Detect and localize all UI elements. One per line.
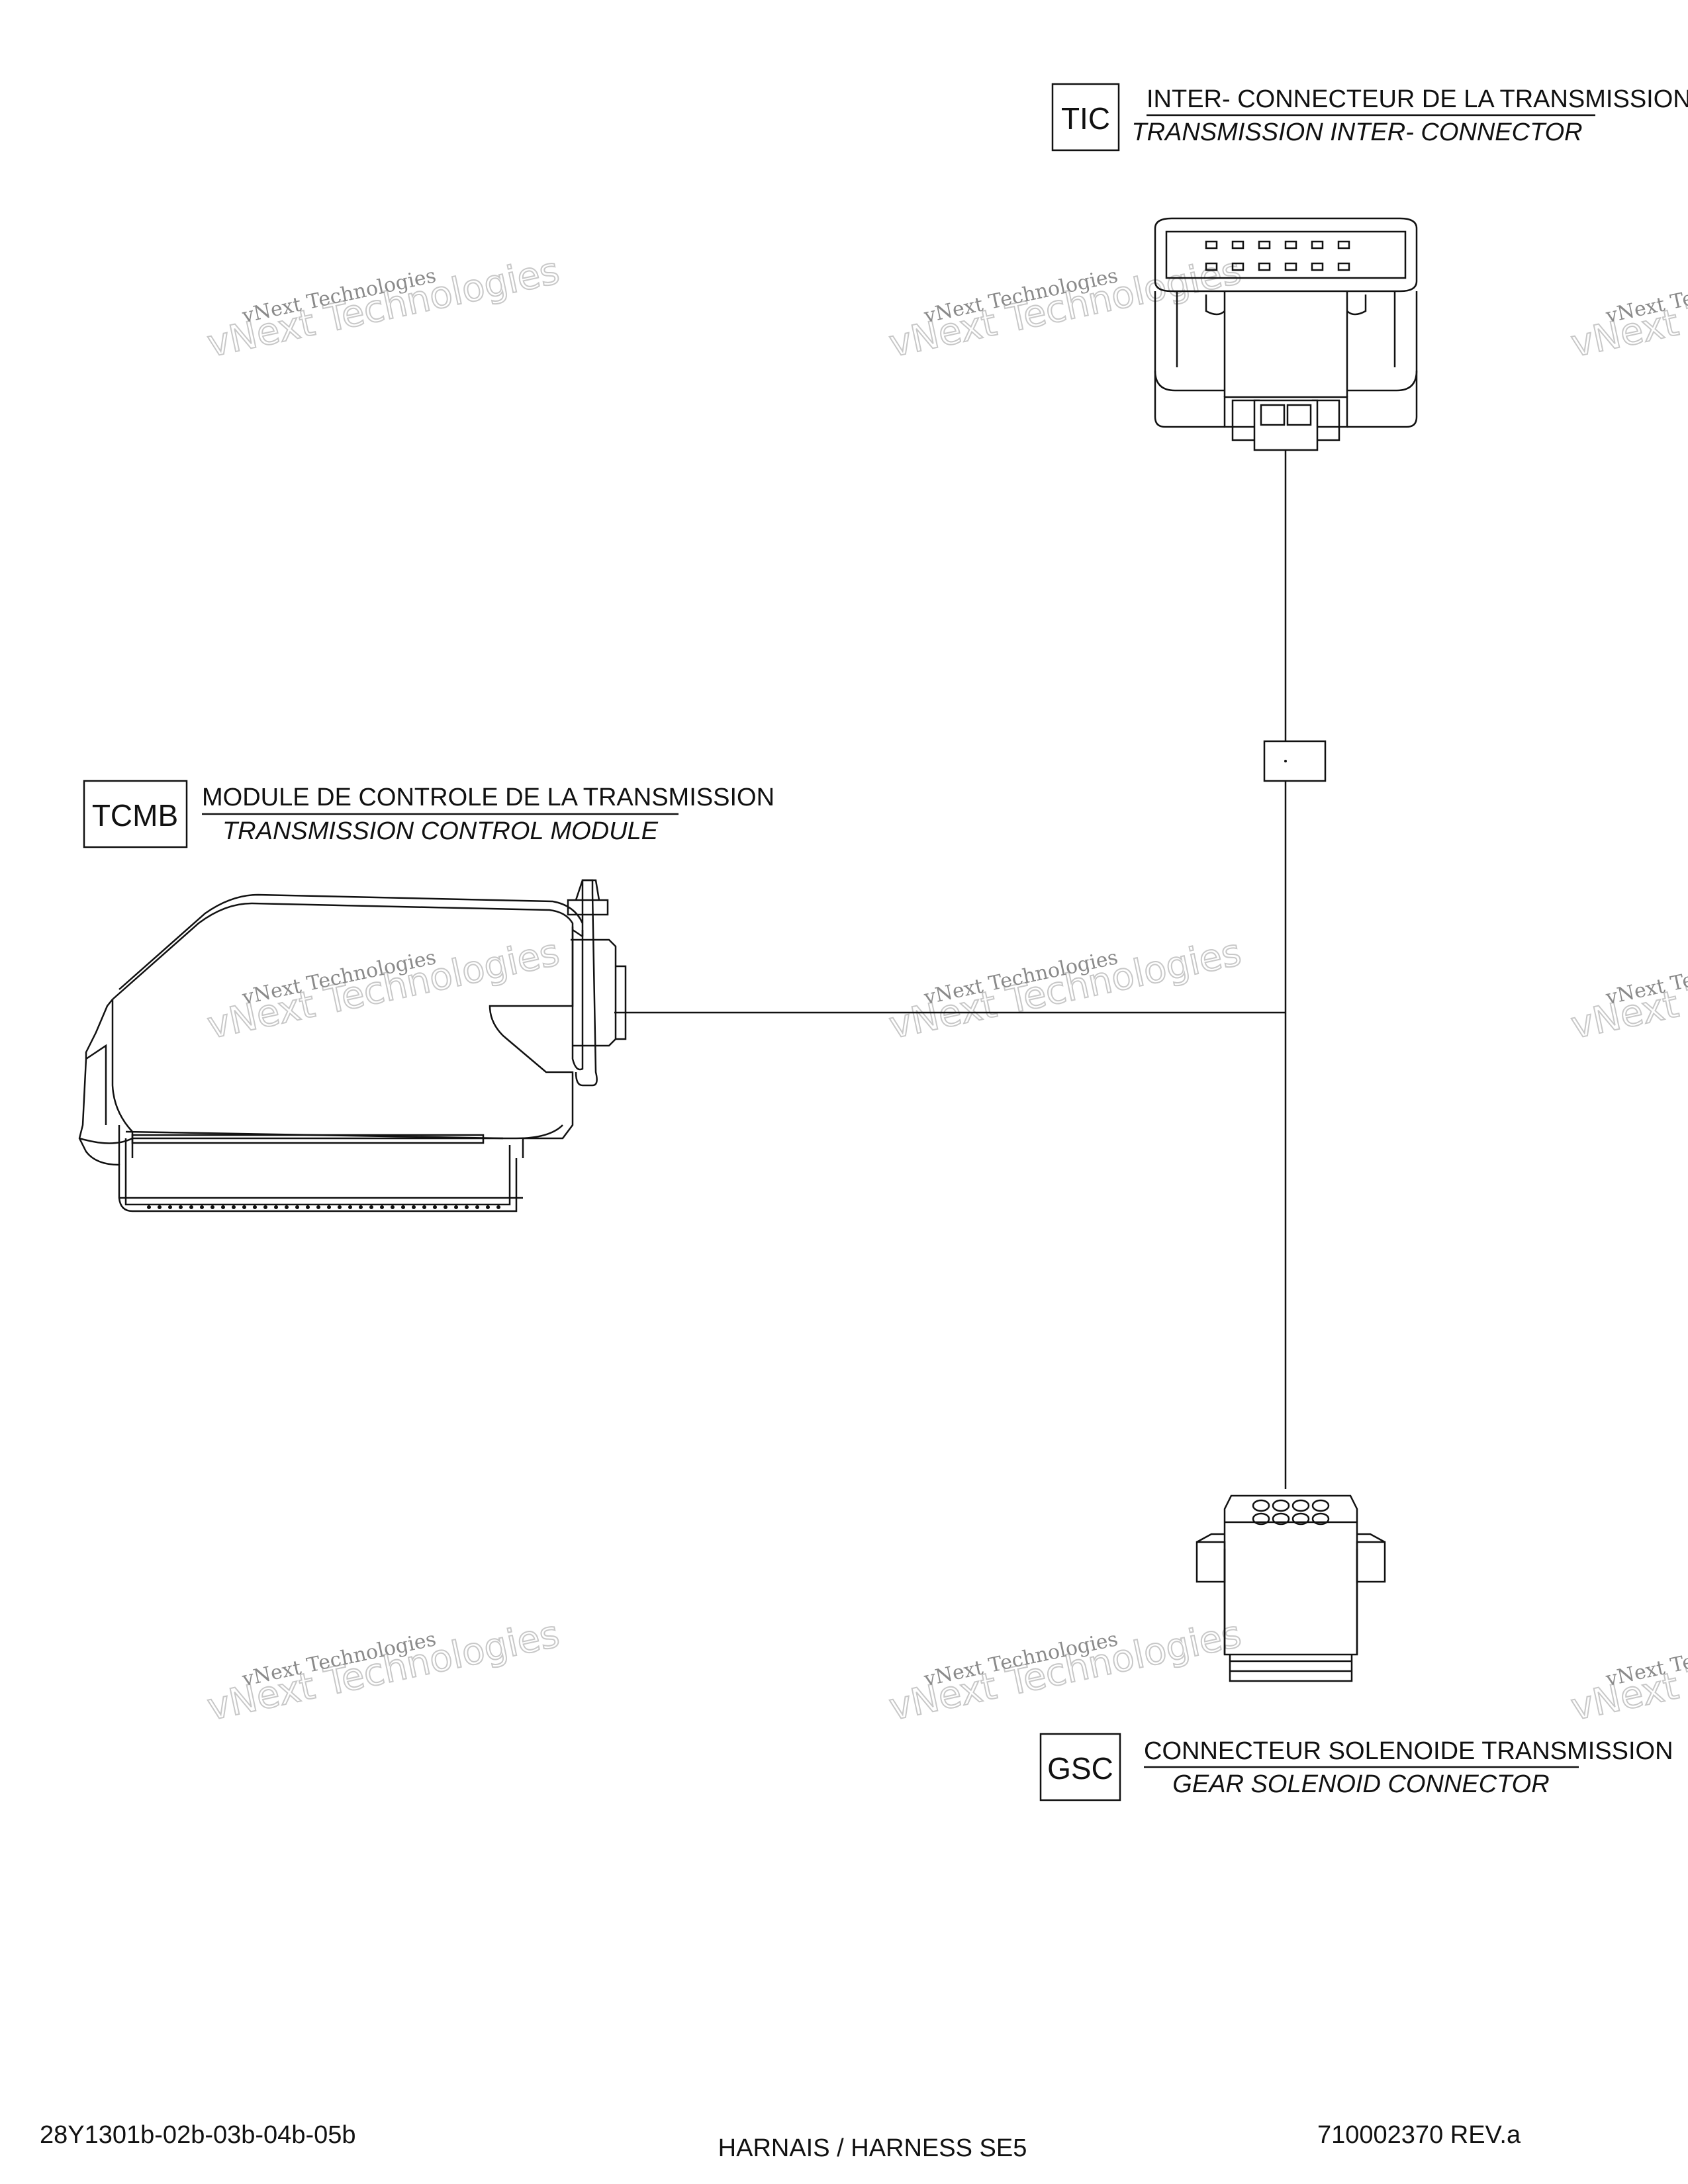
tcmb-callout: TCMB MODULE DE CONTROLE DE LA TRANSMISSI… — [83, 780, 774, 848]
tic-label-fr: INTER- CONNECTEUR DE LA TRANSMISSION — [1147, 85, 1688, 113]
tcmb-pin — [486, 1205, 490, 1209]
watermarks: vNext Technologies vNext Technologies vN… — [203, 249, 1688, 1730]
wires — [614, 450, 1327, 1489]
tcmb-pin — [369, 1205, 373, 1209]
tcmb-pin — [189, 1205, 193, 1209]
watermark: vNext Technologies vNext Technologies — [885, 249, 1246, 367]
wire-splice — [1263, 740, 1327, 782]
tcmb-pin — [433, 1205, 437, 1209]
tcmb-pin — [179, 1205, 183, 1209]
tcmb-pin — [232, 1205, 236, 1209]
tcmb-pin — [422, 1205, 426, 1209]
tcmb-label-fr: MODULE DE CONTROLE DE LA TRANSMISSION — [202, 784, 774, 811]
tic-callout: TIC INTER- CONNECTEUR DE LA TRANSMISSION… — [1051, 83, 1688, 152]
gsc-code-box — [1039, 1733, 1121, 1801]
footer-part-codes: 28Y1301b-02b-03b-04b-05b — [40, 2121, 356, 2149]
tcmb-code-box — [83, 780, 188, 848]
watermark: vNext Technologies vNext Technologies — [1567, 931, 1688, 1048]
watermark: vNext Technologies vNext Technologies — [1567, 249, 1688, 367]
tcmb-pin — [327, 1205, 331, 1209]
gsc-pins — [1252, 1499, 1330, 1525]
tcmb-label-en: TRANSMISSION CONTROL MODULE — [222, 817, 659, 845]
footer: 28Y1301b-02b-03b-04b-05b HARNAIS / HARNE… — [40, 2121, 1521, 2162]
tic-code: TIC — [1061, 101, 1110, 136]
tcmb-pin — [168, 1205, 172, 1209]
watermark: vNext Technologies vNext Technologies — [885, 1612, 1246, 1730]
splice-dot — [1284, 760, 1287, 762]
watermark: vNext Technologies vNext Technologies — [203, 931, 564, 1048]
tcmb-pin — [401, 1205, 405, 1209]
watermark: vNext Technologies vNext Technologies — [203, 1612, 564, 1730]
tcmb-pin — [242, 1205, 246, 1209]
tcmb-pin — [306, 1205, 310, 1209]
tcmb-pin-row — [147, 1205, 500, 1209]
tcmb-pin — [211, 1205, 214, 1209]
gsc-callout: GSC CONNECTEUR SOLENOIDE TRANSMISSION GE… — [1039, 1733, 1673, 1801]
tcmb-pin — [454, 1205, 458, 1209]
tcmb-pin — [412, 1205, 416, 1209]
tcmb-pin — [295, 1205, 299, 1209]
tcmb-pin — [158, 1205, 162, 1209]
tcmb-pin — [496, 1205, 500, 1209]
tcmb-pin — [221, 1205, 225, 1209]
tic-connector-drawing — [1154, 217, 1418, 451]
tcmb-pin — [359, 1205, 363, 1209]
watermark: vNext Technologies vNext Technologies — [1567, 1612, 1688, 1730]
watermark: vNext Technologies vNext Technologies — [885, 931, 1246, 1048]
gsc-label-fr: CONNECTEUR SOLENOIDE TRANSMISSION — [1144, 1737, 1673, 1765]
footer-doc-number: 710002370 REV.a — [1317, 2121, 1521, 2149]
tcmb-pin — [285, 1205, 289, 1209]
tic-code-box — [1051, 83, 1120, 152]
tcmb-pin — [475, 1205, 479, 1209]
tcmb-pin — [263, 1205, 267, 1209]
tcmb-pin — [147, 1205, 151, 1209]
tcmb-pin — [348, 1205, 352, 1209]
tcmb-pin — [338, 1205, 342, 1209]
tcmb-pin — [253, 1205, 257, 1209]
gsc-connector-drawing — [1196, 1494, 1386, 1682]
tcmb-connector-drawing — [78, 879, 627, 1212]
tcmb-pin — [274, 1205, 278, 1209]
tcmb-pin — [316, 1205, 320, 1209]
watermark: vNext Technologies vNext Technologies — [203, 249, 564, 367]
tcmb-pin — [391, 1205, 395, 1209]
tic-label-en: TRANSMISSION INTER- CONNECTOR — [1131, 118, 1582, 146]
tcmb-pin — [200, 1205, 204, 1209]
tcmb-pin — [465, 1205, 469, 1209]
gsc-code: GSC — [1047, 1751, 1113, 1786]
gsc-label-en: GEAR SOLENOID CONNECTOR — [1172, 1770, 1549, 1798]
tic-pins — [1205, 240, 1350, 271]
tcmb-pin — [444, 1205, 447, 1209]
tcmb-pin — [380, 1205, 384, 1209]
footer-title: HARNAIS / HARNESS SE5 — [718, 2134, 1027, 2162]
tcmb-code: TCMB — [92, 798, 178, 833]
